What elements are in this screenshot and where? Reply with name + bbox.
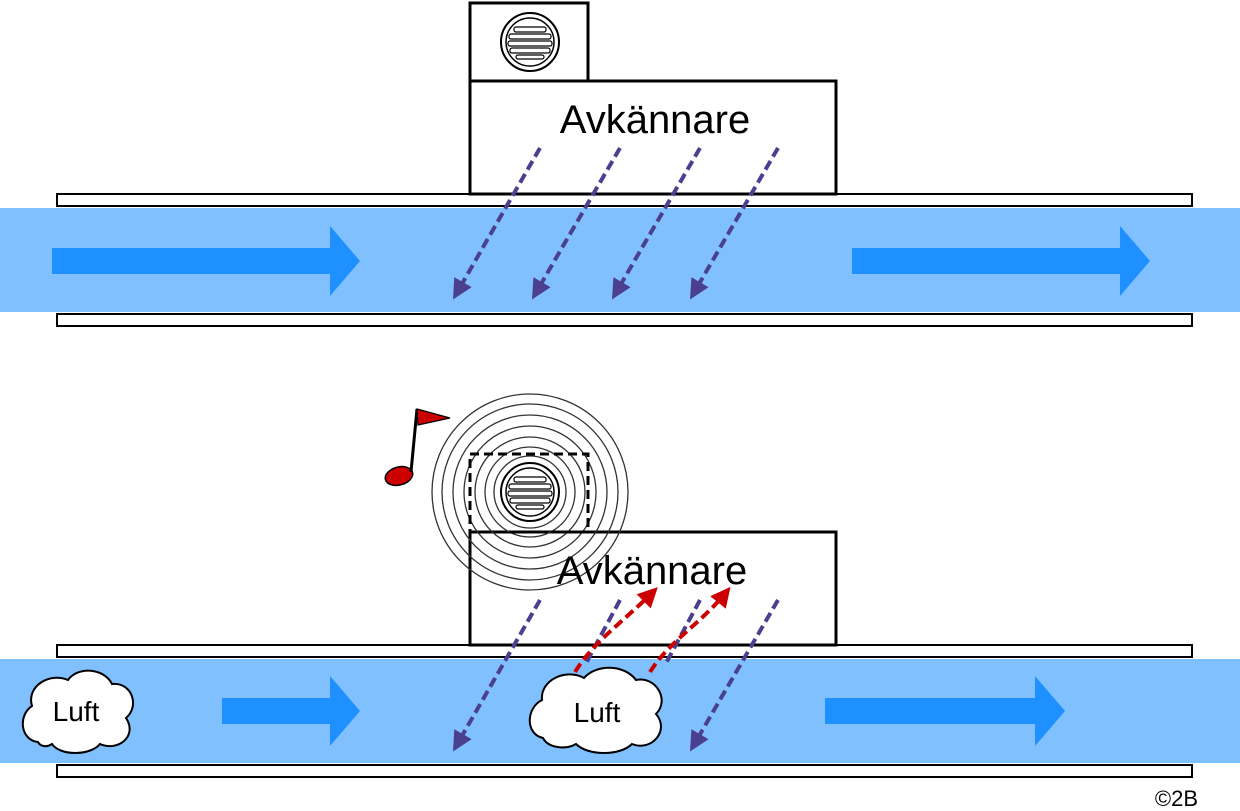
speaker-icon xyxy=(500,462,560,522)
bottom-panel: Avkännare Luft Luft xyxy=(0,393,1240,778)
tube-wall-bottom xyxy=(56,313,1193,327)
flow-arrow-icon xyxy=(852,226,1150,296)
ultrasound-beams xyxy=(453,146,780,300)
tube-wall-top xyxy=(56,644,1193,658)
reflected-beams xyxy=(573,586,731,674)
air-bubble-label: Luft xyxy=(53,696,100,727)
tube-wall-top xyxy=(56,193,1193,207)
top-panel: Avkännare xyxy=(0,1,1240,327)
flow-arrow-icon xyxy=(52,226,360,296)
sensor-label: Avkännare xyxy=(560,98,751,142)
music-note-icon xyxy=(384,408,451,487)
ultrasound-beams xyxy=(453,598,780,752)
air-bubble-icon: Luft xyxy=(528,666,663,754)
flow-arrow-icon xyxy=(222,676,360,746)
air-bubble-icon: Luft xyxy=(22,669,134,754)
speaker-icon xyxy=(500,12,560,72)
sound-rings xyxy=(431,393,629,591)
sensor-label: Avkännare xyxy=(557,549,748,593)
air-bubble-label: Luft xyxy=(574,697,621,728)
flow-arrow-icon xyxy=(825,676,1065,746)
copyright-label: ©2B xyxy=(1155,786,1198,811)
sensor-body xyxy=(468,79,838,196)
tube-wall-bottom xyxy=(56,764,1193,778)
speaker-box xyxy=(468,452,590,534)
